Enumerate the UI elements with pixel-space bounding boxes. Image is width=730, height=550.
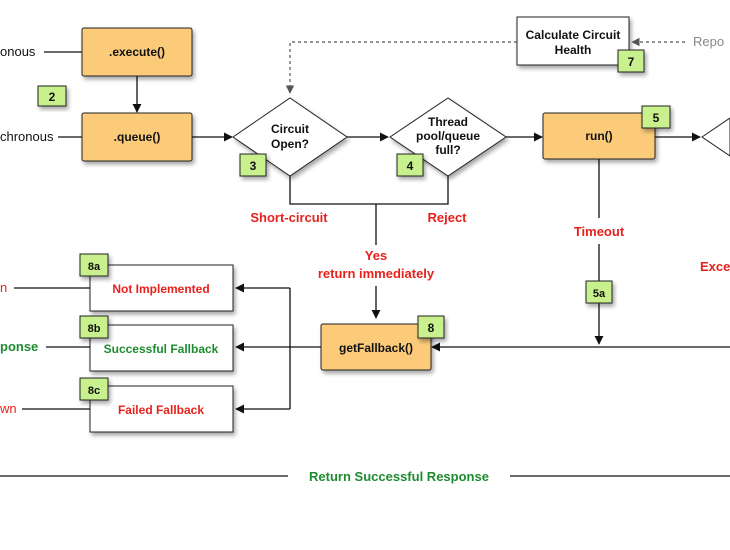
badge-8: [417, 315, 445, 339]
badge-8b: [79, 315, 109, 339]
left-wn-label: wn: [0, 401, 17, 416]
asynchronous-label: chronous: [0, 129, 54, 144]
successful-fallback-label: Successful Fallback: [104, 342, 219, 356]
next-decision-partial: [701, 117, 730, 157]
circuit-open-label-2: Open?: [271, 137, 309, 151]
thread-pool-label-2: pool/queue: [416, 129, 480, 143]
badge-5a: [585, 280, 613, 304]
badge-2-label: 2: [49, 90, 56, 104]
exception-label: Exce: [700, 259, 730, 274]
short-circuit-label: Short-circuit: [250, 210, 328, 225]
get-fallback-label: getFallback(): [339, 341, 413, 355]
health-node: [516, 16, 630, 66]
badge-5: [641, 105, 671, 129]
health-label-1: Calculate Circuit: [526, 28, 621, 42]
return-immediately-label: return immediately: [318, 266, 435, 281]
return-successful-response-label: Return Successful Response: [309, 469, 489, 484]
badge-5-label: 5: [653, 111, 660, 125]
badge-8a-label: 8a: [88, 261, 101, 273]
successful-fallback-node: [89, 324, 234, 372]
failed-fallback-label: Failed Fallback: [118, 403, 204, 417]
not-implemented-label: Not Implemented: [112, 282, 209, 296]
badge-8-label: 8: [428, 321, 435, 335]
badge-8c-label: 8c: [88, 385, 100, 397]
left-response-label: ponse: [0, 339, 38, 354]
badge-2: [37, 85, 67, 107]
badge-4: [396, 153, 424, 177]
circuit-open-label-1: Circuit: [271, 122, 309, 136]
failed-fallback-node: [89, 385, 234, 433]
report-label: Repo: [693, 34, 724, 49]
badge-3-label: 3: [250, 159, 257, 173]
thread-pool-label-3: full?: [435, 143, 460, 157]
timeout-label: Timeout: [574, 224, 625, 239]
synchronous-label: onous: [0, 44, 36, 59]
badge-8c: [79, 377, 109, 401]
health-label-2: Health: [555, 43, 592, 57]
yes-label: Yes: [365, 248, 387, 263]
not-implemented-node: [89, 264, 234, 312]
badge-7-label: 7: [628, 55, 635, 69]
health-to-circuit-dashed: [285, 41, 517, 94]
execute-label: .execute(): [109, 45, 165, 59]
badge-3: [239, 153, 267, 177]
badge-4-label: 4: [407, 159, 414, 173]
badge-8b-label: 8b: [88, 323, 101, 335]
thread-pool-label-1: Thread: [428, 115, 468, 129]
left-n-label: n: [0, 280, 7, 295]
run-label: run(): [585, 129, 612, 143]
badge-7: [617, 49, 645, 73]
badge-5a-label: 5a: [593, 288, 606, 300]
queue-label: .queue(): [114, 130, 161, 144]
reject-label: Reject: [427, 210, 467, 225]
badge-8a: [79, 253, 109, 277]
short-reject-join: [289, 176, 449, 205]
